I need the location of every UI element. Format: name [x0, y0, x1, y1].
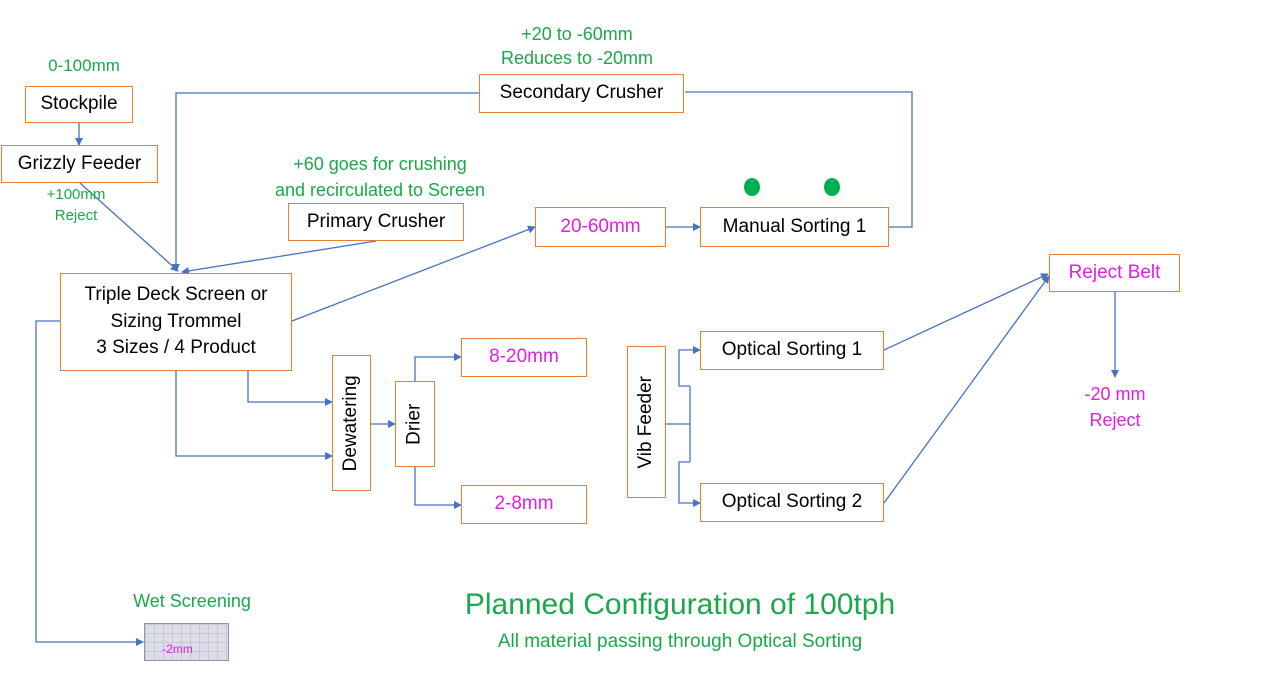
diagram-subtitle: All material passing through Optical Sor… — [497, 631, 863, 652]
arrow-screen-20-60 — [291, 225, 536, 322]
drier-label: Drier — [403, 403, 425, 445]
arrow-optical1-reject — [883, 273, 1049, 351]
reject-belt-label: Reject Belt — [1068, 261, 1161, 283]
arrow-vib-optical-2 — [678, 461, 701, 507]
screen-line-2: Sizing Trommel — [110, 310, 242, 332]
arrow-grizzly-screen — [79, 182, 179, 272]
screen-line-3: 3 Sizes / 4 Product — [96, 337, 256, 359]
grizzly-reject-label-1: +100mm — [46, 186, 106, 203]
grizzly-feeder-label: Grizzly Feeder — [17, 152, 142, 174]
dewatering-label: Dewatering — [340, 374, 362, 472]
arrow-optical2-reject — [883, 275, 1050, 504]
product-8-20-box: 8-20mm — [461, 338, 587, 377]
arrow-manual-secondary — [685, 91, 913, 228]
product-20-60-label: 20-60mm — [560, 215, 641, 237]
drier-box: Drier — [395, 381, 435, 467]
screen-line-1: Triple Deck Screen or — [84, 284, 268, 306]
crusher-note-line-1: +60 goes for crushing — [293, 154, 467, 174]
primary-crusher-box: Primary Crusher — [288, 203, 464, 241]
wet-screening-box: -2mm — [144, 623, 229, 661]
status-dot-1 — [744, 178, 760, 196]
dewatering-box: Dewatering — [332, 355, 371, 491]
product-20-60-box: 20-60mm — [535, 207, 666, 247]
wet-size-label: -2mm — [162, 642, 193, 656]
stockpile-label: Stockpile — [40, 93, 118, 115]
primary-crusher-label: Primary Crusher — [306, 210, 446, 232]
wet-screening-label: Wet Screening — [133, 591, 251, 611]
stockpile-size-label: 0-100mm — [48, 56, 120, 75]
status-dot-2 — [824, 178, 840, 196]
product-2-8-label: 2-8mm — [494, 493, 554, 515]
optical-sorting-1-label: Optical Sorting 1 — [721, 339, 863, 361]
optical-sorting-2-box: Optical Sorting 2 — [700, 483, 884, 522]
manual-sorting-label: Manual Sorting 1 — [722, 215, 867, 237]
secondary-crusher-box: Secondary Crusher — [479, 74, 684, 113]
arrow-vib-optical-1 — [678, 346, 701, 387]
optical-sorting-2-label: Optical Sorting 2 — [721, 491, 863, 513]
arrow-primary-screen — [181, 240, 377, 275]
screen-box: Triple Deck Screen or Sizing Trommel 3 S… — [60, 273, 292, 371]
reject-size-line-1: -20 mm — [1084, 384, 1146, 404]
product-2-8-box: 2-8mm — [461, 485, 587, 524]
stockpile-box: Stockpile — [25, 86, 133, 123]
arrow-drier-2-8 — [414, 467, 462, 509]
reject-size-line-2: Reject — [1089, 410, 1141, 430]
grizzly-feeder-box: Grizzly Feeder — [1, 145, 158, 183]
arrow-secondary-screen — [172, 92, 479, 272]
secondary-note-line-1: +20 to -60mm — [521, 24, 633, 44]
arrow-screen-dewatering-1 — [247, 371, 333, 406]
product-8-20-label: 8-20mm — [489, 346, 559, 368]
manual-sorting-box: Manual Sorting 1 — [700, 207, 889, 247]
vib-feeder-label: Vib Feeder — [635, 375, 657, 469]
reject-belt-box: Reject Belt — [1049, 254, 1180, 292]
arrow-screen-wet — [35, 320, 144, 646]
optical-sorting-1-box: Optical Sorting 1 — [700, 331, 884, 370]
secondary-note-line-2: Reduces to -20mm — [500, 48, 654, 68]
grizzly-reject-label-2: Reject — [54, 207, 98, 224]
vib-feeder-box: Vib Feeder — [627, 346, 666, 498]
secondary-crusher-label: Secondary Crusher — [499, 82, 664, 104]
diagram-title: Planned Configuration of 100tph — [464, 588, 896, 621]
arrow-drier-8-20 — [414, 353, 462, 381]
crusher-note-line-2: and recirculated to Screen — [274, 180, 486, 200]
arrow-screen-dewatering-2 — [175, 371, 333, 460]
